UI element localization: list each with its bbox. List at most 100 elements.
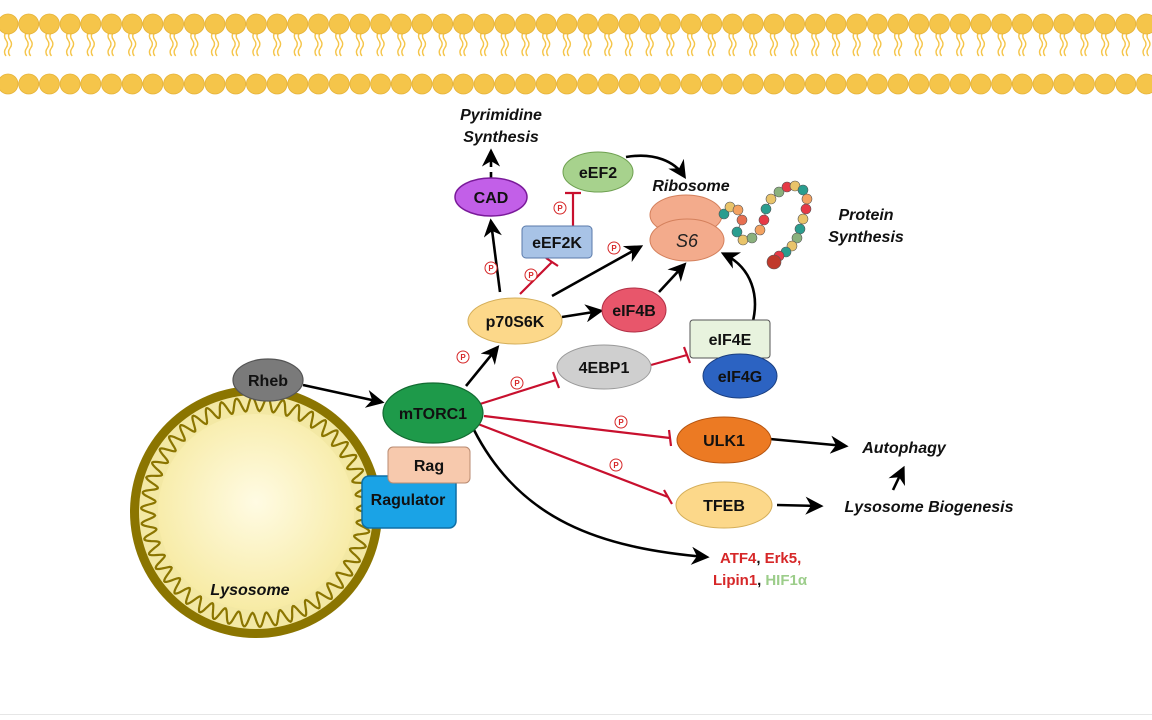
bottom-divider (0, 714, 1152, 715)
lipid-head (183, 73, 205, 95)
tfeb-node: TFEB (675, 481, 773, 529)
amino-acid-bead (773, 186, 785, 198)
lipid-head (1032, 13, 1054, 35)
ragulator-label: Ragulator (371, 492, 446, 509)
inhibit-mtorc1-4ebp1 (479, 371, 561, 406)
lipid-head (846, 13, 868, 35)
amino-acid-bead (794, 223, 806, 235)
mtorc1-node: mTORC1 (382, 382, 484, 444)
phospho-label: P (618, 418, 624, 427)
lipid-head (680, 13, 702, 35)
pyrimidine-label-line2: Synthesis (463, 129, 539, 146)
lipid-head (1011, 13, 1033, 35)
lipid-head (887, 73, 909, 95)
lipid-head (1094, 73, 1116, 95)
lipid-head (1053, 13, 1075, 35)
amino-acid-bead (797, 213, 809, 225)
lipid-head (370, 13, 392, 35)
autophagy-label: Autophagy (861, 440, 947, 457)
4ebp1-label: 4EBP1 (579, 360, 630, 377)
lipid-head (494, 13, 516, 35)
lipid-head (1074, 73, 1095, 95)
lipid-head (1074, 13, 1095, 35)
lipid-head (908, 13, 930, 35)
lipid-head (556, 13, 578, 35)
lipid-head (660, 13, 681, 35)
inhibit-eef2k-eef2 (565, 191, 581, 228)
amino-acid-bead (718, 208, 730, 220)
lipid-head (328, 13, 350, 35)
lipid-head (183, 13, 205, 35)
4ebp1-node: 4EBP1 (556, 344, 652, 390)
inhibit-4ebp1-eif4e (650, 346, 692, 367)
lipid-head (328, 73, 350, 95)
inhibition-lines (477, 191, 692, 505)
lipin1-label: Lipin1 (713, 572, 757, 589)
eif4g-node: eIF4G (702, 353, 778, 399)
lipid-head (722, 13, 743, 35)
arrow-biogenesis-autophagy (888, 465, 905, 491)
hif1a-label: HIF1α (765, 572, 808, 589)
comma-2: , (757, 572, 761, 589)
lipid-head (763, 13, 785, 35)
arrow-tfeb-biogenesis (776, 496, 824, 515)
eef2-node: eEF2 (562, 151, 634, 193)
arrow-p70s6k-s6 (551, 245, 644, 298)
lipid-head (763, 73, 785, 95)
comma-1: , (756, 550, 760, 567)
phospho-label: P (460, 353, 466, 362)
lipid-head (1115, 73, 1137, 95)
phospho-label: P (514, 379, 520, 388)
arrow-p70s6k-eif4b (561, 304, 604, 323)
phospho-label: P (528, 271, 534, 280)
amino-acid-bead (801, 193, 813, 205)
lipid-head (308, 13, 329, 35)
lipid-head (991, 13, 1012, 35)
lipid-head (970, 73, 992, 95)
phospho-circle (607, 241, 621, 255)
phospho-label: P (611, 244, 617, 253)
eef2-label: eEF2 (579, 165, 617, 182)
eef2k-label: eEF2K (532, 235, 582, 252)
lipid-head (515, 13, 536, 35)
lipid-head (266, 73, 288, 95)
rag-node: Rag (387, 446, 471, 484)
lipid-head (287, 13, 309, 35)
lipid-head (660, 73, 681, 95)
lipid-head (0, 13, 19, 35)
ragulator-node: Ragulator (361, 475, 457, 529)
lipid-head (577, 73, 598, 95)
amino-acid-bead (731, 226, 743, 238)
protein-synthesis-label-line2: Synthesis (828, 229, 904, 246)
lipid-head (535, 73, 557, 95)
lipid-head (722, 73, 743, 95)
amino-acid-bead (746, 232, 758, 244)
lipid-head (1011, 73, 1033, 95)
lipid-head (742, 13, 764, 35)
lipid-head (452, 73, 474, 95)
arrow-eif4b-ribosome (658, 262, 687, 293)
lipid-head (266, 13, 288, 35)
lysosome-membrane-folds (139, 395, 373, 629)
lipid-head (411, 13, 433, 35)
rheb-label: Rheb (248, 373, 288, 390)
mtorc1-label: mTORC1 (399, 406, 467, 423)
phospho-label: P (488, 264, 494, 273)
other-targets-line2: Lipin1,HIF1α (713, 572, 808, 589)
eif4e-label: eIF4E (709, 332, 752, 349)
lipid-head (59, 13, 81, 35)
lipid-head (101, 73, 122, 95)
lipid-head (473, 13, 495, 35)
ribosome-label: Ribosome (652, 178, 729, 195)
eif4e-node: eIF4E (689, 319, 771, 359)
lipid-head (287, 73, 309, 95)
lipid-head (556, 73, 578, 95)
lipid-head (1115, 13, 1137, 35)
amino-acid-bead (732, 204, 744, 216)
lipid-head (639, 73, 661, 95)
lipid-head (618, 73, 640, 95)
lysosome-label: Lysosome (210, 582, 289, 599)
eif4b-label: eIF4B (612, 303, 656, 320)
